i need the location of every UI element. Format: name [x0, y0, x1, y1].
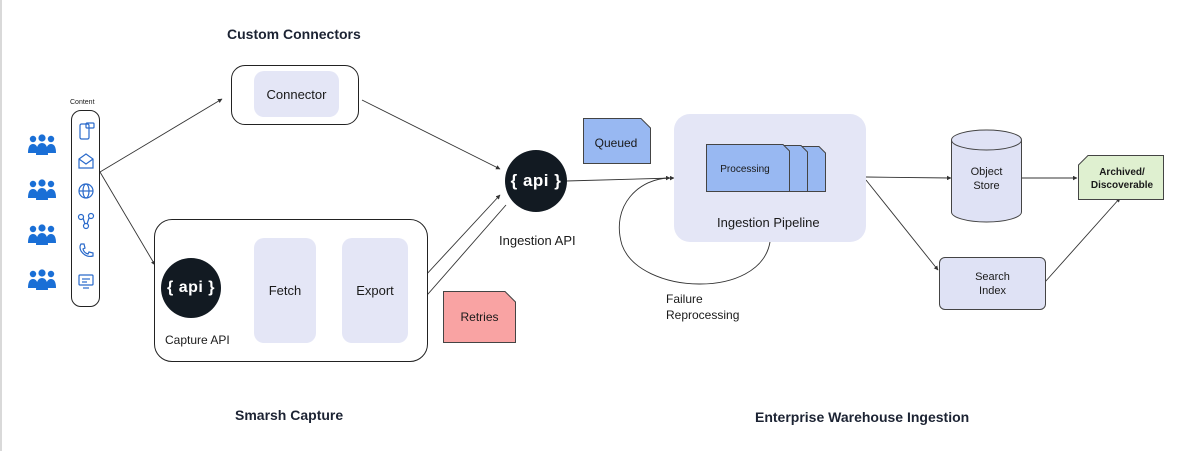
archived-note-shape [1078, 155, 1164, 200]
export-node[interactable]: Export [342, 238, 408, 343]
failure-label-line1: Failure [666, 292, 703, 306]
arrow-search-to-archived [1044, 197, 1121, 283]
search-index-node[interactable]: Search Index [939, 257, 1046, 310]
custom-connectors-title: Custom Connectors [227, 26, 361, 42]
object-store-line2: Store [973, 180, 1000, 192]
social-network-icon [77, 212, 95, 230]
arrow-content-to-capture [99, 171, 156, 266]
object-store-cylinder-icon [951, 129, 1022, 223]
content-channels-strip [71, 110, 100, 307]
page-left-border [0, 0, 2, 451]
email-icon [78, 153, 94, 169]
processing-stack-icon [706, 144, 826, 192]
users-group-icon [28, 179, 56, 200]
archived-line1: Archived/ [1099, 166, 1145, 178]
arrow-content-to-connector [99, 98, 223, 173]
queued-note: Queued [594, 136, 638, 150]
archived-line2: Discoverable [1090, 179, 1154, 191]
arrow-api-to-pipeline [565, 175, 675, 182]
capture-api-badge[interactable]: { api } [161, 258, 221, 318]
arrow-pipeline-to-store [865, 175, 952, 181]
users-group-icon [28, 134, 56, 155]
smarsh-capture-title: Smarsh Capture [235, 407, 344, 423]
phone-icon [79, 243, 94, 258]
queued-note-shape [583, 118, 651, 164]
retries-note-shape [443, 291, 516, 343]
content-label: Content [70, 99, 95, 106]
object-store-node[interactable]: Object Store [950, 165, 1023, 193]
object-store-line1: Object [970, 166, 1003, 178]
archived-discoverable-node[interactable]: Archived/ Discoverable [1080, 157, 1164, 200]
connector-node[interactable]: Connector [254, 71, 339, 117]
retries-note: Retries [460, 310, 499, 324]
mobile-message-icon [79, 122, 95, 140]
search-index-line1: Search [975, 270, 1010, 283]
ingestion-api-badge[interactable]: { api } [505, 150, 567, 212]
arrow-connector-to-api [361, 99, 501, 170]
capture-api-label: Capture API [165, 333, 230, 347]
arrow-api-to-export [413, 204, 507, 311]
search-index-line2: Index [979, 284, 1006, 297]
failure-reprocessing-label: Failure Reprocessing [666, 291, 739, 323]
users-group-icon [28, 269, 56, 290]
enterprise-warehouse-title: Enterprise Warehouse Ingestion [755, 409, 970, 425]
arrow-failure-loop [618, 175, 771, 285]
chat-screen-icon [78, 274, 94, 289]
processing-label: Processing [720, 163, 770, 175]
users-group-icon [28, 224, 56, 245]
web-globe-icon [78, 183, 94, 199]
ingestion-api-label: Ingestion API [499, 233, 576, 248]
failure-label-line2: Reprocessing [666, 308, 740, 322]
ingestion-pipeline-label: Ingestion Pipeline [717, 215, 820, 230]
fetch-node[interactable]: Fetch [254, 238, 316, 343]
arrow-pipeline-to-search [865, 179, 939, 271]
